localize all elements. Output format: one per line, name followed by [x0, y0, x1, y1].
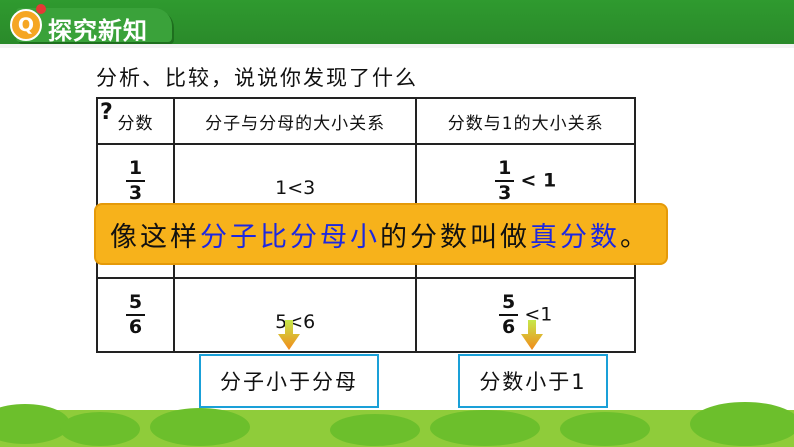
denominator: 3	[125, 180, 146, 203]
conclusion-box-right: 分数小于1	[458, 354, 608, 408]
denominator: 3	[495, 180, 515, 203]
bush-decoration	[60, 412, 140, 446]
q-badge-icon: Q	[10, 9, 42, 41]
banner-highlight-2: 真分数	[530, 221, 620, 253]
header-fraction: 分数	[96, 97, 175, 145]
bush-decoration	[330, 414, 420, 446]
banner-text-3: 。	[620, 221, 650, 253]
fraction-table: 分数 分子与分母的大小关系 分数与1的大小关系 1 3 1<3 1 3 < 1	[96, 97, 636, 353]
banner-highlight-1: 分子比分母小	[200, 221, 380, 253]
banner-text-1: 像这样	[110, 221, 200, 253]
bush-decoration	[560, 412, 650, 446]
denominator: 6	[125, 314, 146, 337]
header-num-den-relation: 分子与分母的大小关系	[172, 97, 418, 145]
definition-banner: 像这样 分子比分母小 的分数叫做 真分数 。	[96, 205, 666, 263]
badge-dot-icon	[36, 4, 46, 14]
fraction: 1 3	[495, 157, 515, 203]
arrow-down-icon	[521, 320, 543, 350]
table-header-row: 分数 分子与分母的大小关系 分数与1的大小关系	[96, 97, 636, 145]
compare-text: < 1	[520, 169, 557, 192]
relation-text: 1<3	[275, 177, 316, 199]
bush-decoration	[690, 402, 794, 446]
banner-text-2: 的分数叫做	[380, 221, 530, 253]
section-title: 探究新知	[48, 17, 148, 45]
numerator: 1	[128, 157, 143, 179]
fraction-cell: 5 6	[96, 277, 175, 353]
bush-decoration	[0, 404, 70, 444]
prompt-text: 分析、比较，说说你发现了什么	[96, 66, 418, 90]
arrow-down-icon	[278, 320, 300, 350]
bush-decoration	[430, 410, 540, 446]
conclusion-box-left: 分子小于分母	[199, 354, 379, 408]
numerator: 5	[128, 291, 143, 313]
section-title-tab: Q 探究新知	[10, 4, 172, 45]
header-compare-one: 分数与1的大小关系	[415, 97, 636, 145]
denominator: 6	[499, 314, 519, 337]
numerator: 5	[502, 291, 516, 313]
numerator: 1	[498, 157, 512, 179]
fraction: 5 6	[125, 291, 146, 337]
bush-decoration	[150, 408, 250, 446]
header-divider	[0, 44, 794, 48]
fraction: 5 6	[499, 291, 519, 337]
fraction: 1 3	[125, 157, 146, 203]
question-mark: ?	[100, 100, 113, 125]
table-row: 5 6 5<6 5 6 <1	[96, 277, 636, 353]
